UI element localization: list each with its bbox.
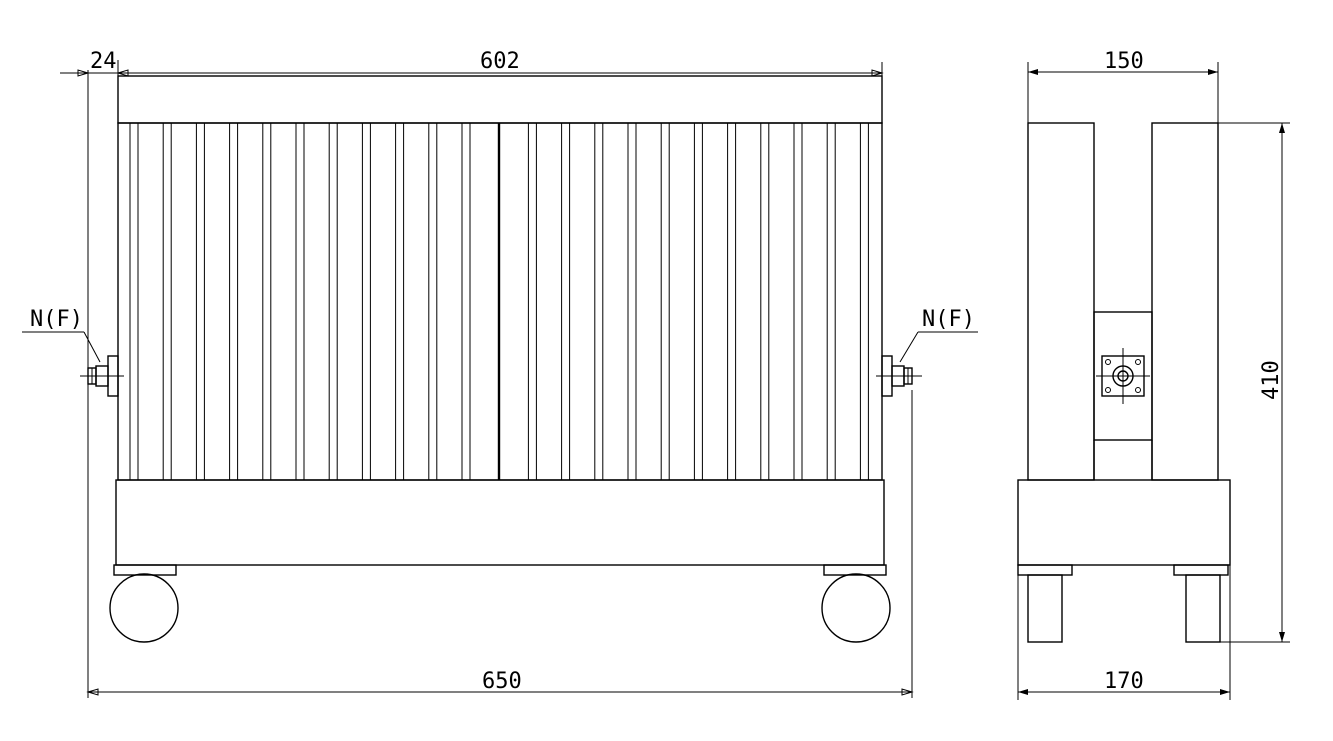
dimension-top-front: 24 602 — [60, 49, 884, 698]
front-top-plate — [117, 75, 883, 124]
right-wheel — [821, 573, 891, 643]
side-middle-block — [1093, 311, 1153, 441]
left-n-connector — [80, 355, 124, 397]
dim-24-label: 24 — [90, 49, 117, 74]
dimension-bottom-front: 650 — [86, 390, 914, 698]
heatsink-fins — [129, 123, 869, 480]
dim-410-label: 410 — [1259, 360, 1284, 400]
side-right-upright — [1151, 122, 1219, 481]
dim-150-label: 150 — [1104, 49, 1144, 74]
side-connector-flange — [1096, 348, 1150, 404]
dim-602-label: 602 — [480, 49, 520, 74]
dim-170-label: 170 — [1104, 669, 1144, 694]
right-connector-leader: N(F) — [899, 307, 978, 363]
left-connector-leader: N(F) — [22, 307, 101, 363]
side-base — [1017, 479, 1231, 566]
right-n-connector — [876, 355, 922, 397]
front-base — [115, 479, 885, 566]
dimension-top-side: 150 — [1027, 49, 1219, 123]
front-view: N(F) N(F) 24 602 650 — [22, 49, 978, 698]
side-view: 150 170 410 — [1017, 49, 1290, 700]
side-left-upright — [1027, 122, 1095, 481]
side-left-foot — [1027, 574, 1063, 643]
left-wheel — [109, 573, 179, 643]
dimension-height-side: 410 — [1218, 122, 1290, 643]
dimension-bottom-side: 170 — [1017, 565, 1231, 700]
side-right-foot — [1185, 574, 1221, 643]
dim-650-label: 650 — [482, 669, 522, 694]
left-connector-label: N(F) — [30, 307, 83, 332]
right-wheel-mount — [823, 564, 887, 576]
left-wheel-mount — [113, 564, 177, 576]
right-connector-label: N(F) — [922, 307, 975, 332]
